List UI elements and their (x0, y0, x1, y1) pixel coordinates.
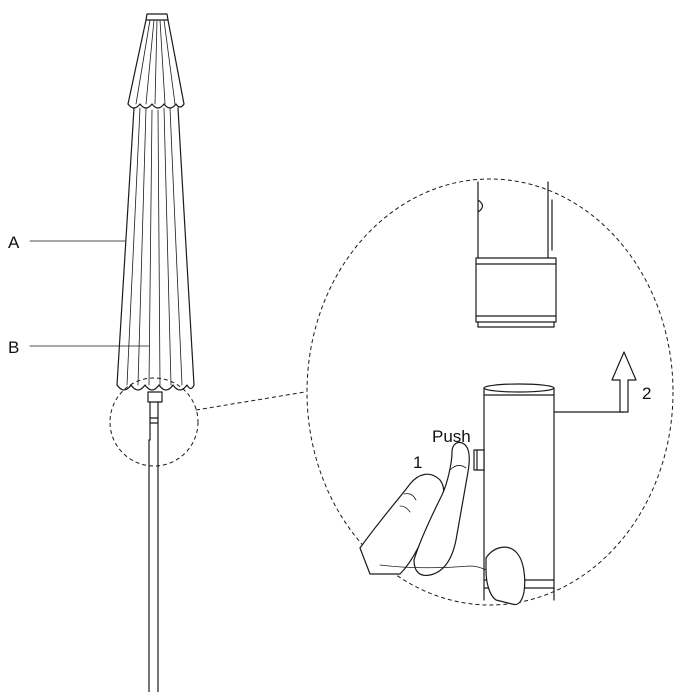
up-arrow-icon (553, 351, 637, 413)
label-step-2: 2 (642, 384, 651, 403)
label-push: Push (432, 427, 471, 446)
label-part-a: A (8, 233, 20, 252)
detail-enlarged-circle (306, 178, 674, 606)
detail-connector-line (195, 391, 306, 411)
pressing-finger-icon (359, 441, 526, 606)
detail-marker-circle (109, 377, 199, 467)
label-part-b: B (8, 338, 19, 357)
label-step-1: 1 (413, 453, 422, 472)
closed-umbrella-icon (116, 13, 195, 692)
upper-pole-detail (475, 181, 557, 328)
